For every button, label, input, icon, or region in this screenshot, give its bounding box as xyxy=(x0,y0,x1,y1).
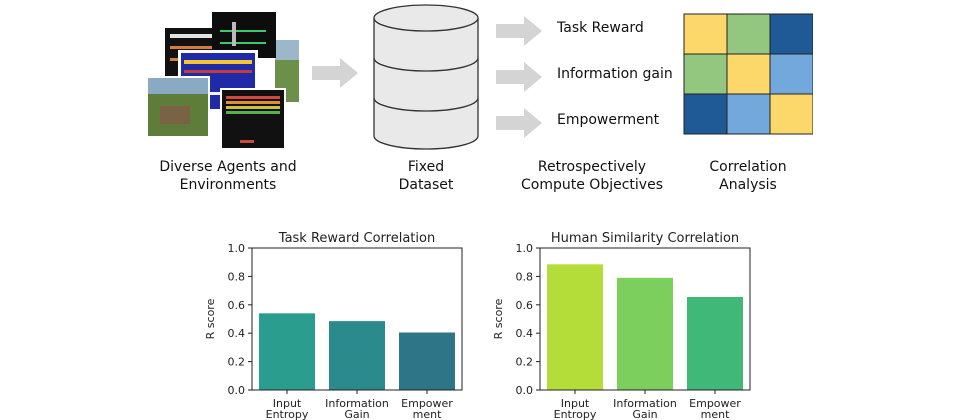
database-icon xyxy=(373,4,479,150)
arrow-right-icon xyxy=(496,16,542,46)
chart-title: Human Similarity Correlation xyxy=(551,231,739,246)
x-tick-label: Input xyxy=(273,397,302,410)
y-tick-label: 0.0 xyxy=(516,384,534,397)
matrix-cell xyxy=(769,13,813,55)
game-screens-image xyxy=(146,12,299,150)
plot-frame xyxy=(539,247,751,391)
x-tick-label: Empower xyxy=(401,397,453,410)
x-tick-label: Entropy xyxy=(554,408,597,420)
y-axis-label: R score xyxy=(204,298,217,339)
x-tick-label: Information xyxy=(325,397,389,410)
x-tick-label: Input xyxy=(561,397,590,410)
x-tick-label: Gain xyxy=(632,408,657,420)
matrix-cell xyxy=(769,53,813,95)
human-similarity-chart: Human Similarity Correlation 0.0 0.2 0.4 0.6… xyxy=(492,231,751,420)
x-tick-label: ment xyxy=(413,408,442,420)
y-tick-label: 0.2 xyxy=(516,356,534,369)
arrow-right-icon xyxy=(496,62,542,92)
bar xyxy=(547,264,603,390)
bar xyxy=(399,332,455,390)
x-tick-label: Gain xyxy=(344,408,369,420)
y-tick-label: 0.6 xyxy=(516,299,534,312)
x-tick-label: Information xyxy=(613,397,677,410)
task-reward-chart: Task Reward Correlation 0.0 0.2 0.4 0.6 0.8 1.… xyxy=(204,231,463,420)
bar xyxy=(617,277,673,390)
arrow-right-icon xyxy=(312,58,358,88)
y-tick-label: 0.4 xyxy=(228,327,246,340)
matrix-cell xyxy=(683,13,728,55)
y-tick-label: 1.0 xyxy=(228,242,246,255)
x-tick-label: Empower xyxy=(689,397,741,410)
objective-empowerment: Empowerment xyxy=(557,112,660,128)
matrix-cell xyxy=(726,93,771,135)
bar xyxy=(329,321,385,390)
matrix-cell xyxy=(683,53,728,95)
y-tick-label: 0.8 xyxy=(516,270,534,283)
correlation-matrix xyxy=(683,13,813,135)
bar xyxy=(259,313,315,390)
plot-frame xyxy=(251,247,463,391)
y-tick-label: 0.4 xyxy=(516,327,534,340)
matrix-cell xyxy=(726,13,771,55)
x-tick-label: Entropy xyxy=(266,408,309,420)
matrix-cell xyxy=(683,93,728,135)
y-tick-label: 0.8 xyxy=(228,270,246,283)
objective-information-gain: Information gain xyxy=(557,66,673,82)
objective-task-reward: Task Reward xyxy=(557,20,644,36)
y-tick-label: 0.0 xyxy=(228,384,246,397)
chart-title: Task Reward Correlation xyxy=(278,231,435,246)
y-tick-label: 0.6 xyxy=(228,299,246,312)
y-axis-label: R score xyxy=(492,298,505,339)
y-tick-label: 1.0 xyxy=(516,242,534,255)
x-tick-label: ment xyxy=(701,408,730,420)
environments-collage xyxy=(140,10,300,150)
matrix-cell xyxy=(726,53,771,95)
matrix-cell xyxy=(769,93,813,135)
y-tick-label: 0.2 xyxy=(228,356,246,369)
arrow-right-icon xyxy=(496,108,542,138)
bar xyxy=(687,296,743,390)
